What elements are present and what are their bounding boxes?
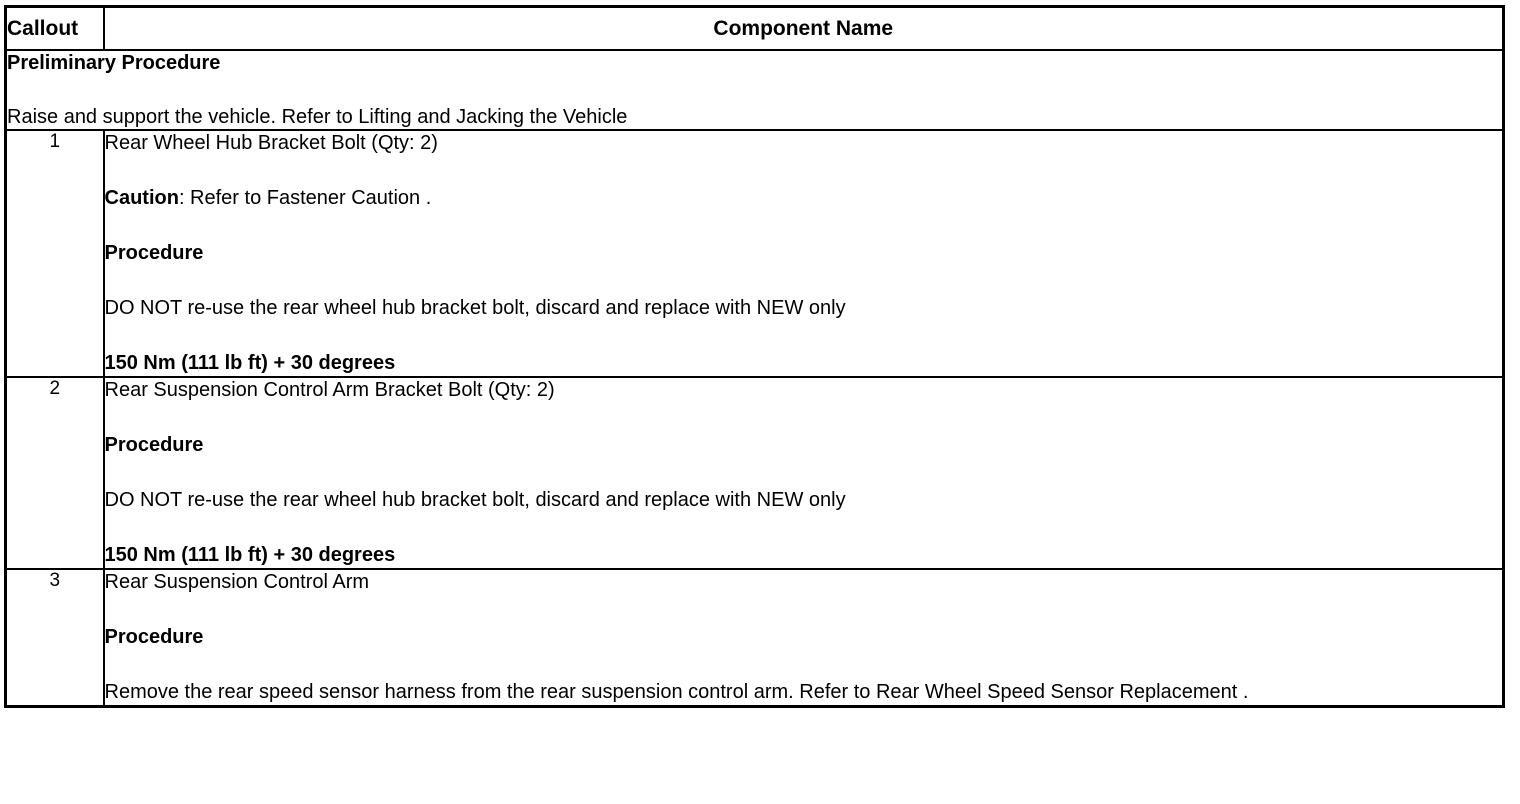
torque-specification: 150 Nm (111 lb ft) + 30 degrees (104, 352, 396, 374)
caution-note: Caution: Refer to Fastener Caution . (105, 186, 1375, 211)
table-row: 2 Rear Suspension Control Arm Bracket Bo… (4, 376, 1505, 570)
component-detail-cell: Rear Wheel Hub Bracket Bolt (Qty: 2) Cau… (102, 129, 1505, 378)
preliminary-procedure-text: Raise and support the vehicle. Refer to … (7, 106, 628, 128)
column-header-callout: Callout (4, 5, 105, 51)
procedure-text: DO NOT re-use the rear wheel hub bracket… (104, 489, 846, 511)
procedure-text: DO NOT re-use the rear wheel hub bracket… (104, 297, 846, 319)
component-callout-table: Callout Component Name Preliminary Proce… (4, 5, 1505, 708)
procedure-label: Procedure (104, 242, 204, 264)
torque-specification: 150 Nm (111 lb ft) + 30 degrees (104, 544, 396, 566)
procedure-text: Remove the rear speed sensor harness fro… (104, 681, 1249, 703)
table-header-row: Callout Component Name (4, 5, 1505, 51)
column-header-component-name: Component Name (102, 5, 1505, 51)
component-title: Rear Suspension Control Arm Bracket Bolt… (104, 379, 555, 401)
callout-number: 2 (4, 376, 105, 570)
table-row: 1 Rear Wheel Hub Bracket Bolt (Qty: 2) C… (4, 129, 1505, 378)
caution-label: Caution (104, 187, 179, 209)
callout-number: 3 (4, 568, 105, 708)
procedure-label: Procedure (104, 626, 204, 648)
procedure-label: Procedure (104, 434, 204, 456)
component-detail-cell: Rear Suspension Control Arm Procedure Re… (102, 568, 1505, 708)
component-title: Rear Wheel Hub Bracket Bolt (Qty: 2) (104, 132, 438, 154)
callout-number: 1 (4, 129, 105, 378)
caution-text: : Refer to Fastener Caution . (178, 187, 432, 209)
preliminary-procedure-row: Preliminary Procedure Raise and support … (4, 49, 1505, 131)
preliminary-procedure-title: Preliminary Procedure (7, 52, 221, 74)
component-detail-cell: Rear Suspension Control Arm Bracket Bolt… (102, 376, 1505, 570)
component-title: Rear Suspension Control Arm (104, 571, 370, 593)
table-row: 3 Rear Suspension Control Arm Procedure … (4, 568, 1505, 708)
preliminary-procedure-cell: Preliminary Procedure Raise and support … (4, 49, 1505, 131)
